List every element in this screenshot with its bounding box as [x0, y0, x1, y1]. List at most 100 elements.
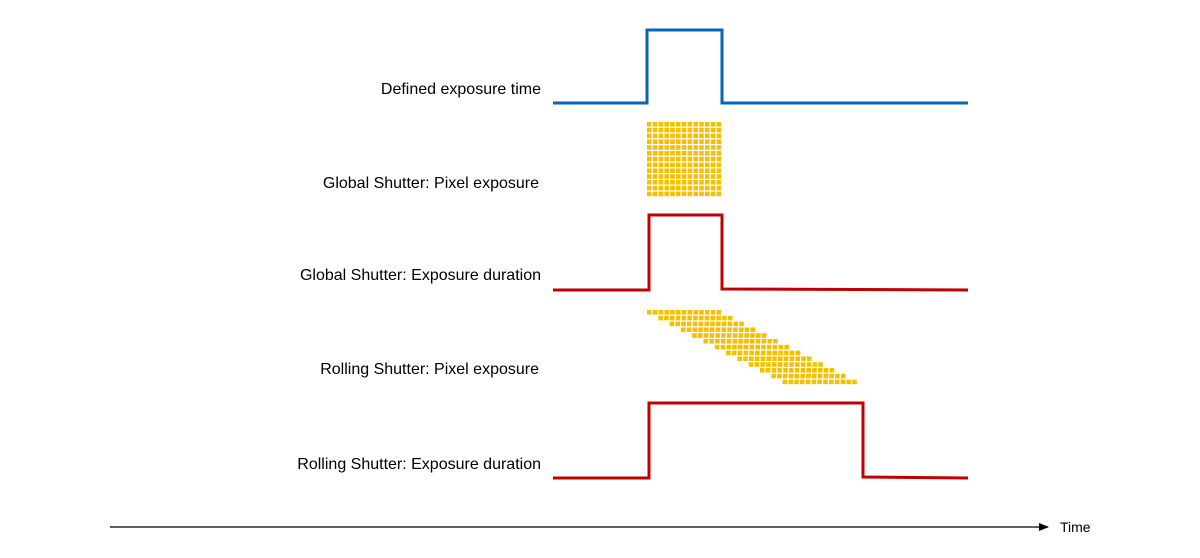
global-shutter-pixel [687, 185, 693, 191]
rolling-shutter-pixel [693, 315, 698, 321]
rolling-shutter-pixel [760, 350, 766, 356]
rolling-shutter-pixel [789, 368, 794, 373]
rolling-shutter-pixel [784, 350, 789, 356]
rolling-shutter-pixel [784, 344, 789, 350]
global-shutter-pixel [670, 156, 675, 162]
global-shutter-pixel [664, 145, 669, 150]
rolling-shutter-pixel [811, 373, 817, 379]
global-shutter-pixel [647, 162, 652, 168]
global-shutter-pixel [710, 139, 716, 144]
rolling-shutter-pixel [710, 310, 716, 315]
global-shutter-pixel [652, 162, 658, 168]
row-label-global-exposure-duration: Global Shutter: Exposure duration [300, 267, 541, 284]
rolling-shutter-pixel [703, 339, 709, 344]
global-shutter-pixel [658, 174, 664, 179]
rolling-shutter-pixel [771, 373, 776, 379]
global-shutter-pixel [699, 133, 704, 139]
global-shutter-pixel [664, 133, 669, 139]
rolling-shutter-pixel [664, 315, 669, 321]
global-shutter-pixel [676, 133, 681, 139]
global-shutter-pixel [676, 122, 681, 127]
rolling-shutter-pixel [812, 368, 817, 373]
global-shutter-pixel [716, 191, 722, 197]
global-shutter-pixel [699, 151, 704, 156]
global-shutter-pixel [710, 122, 716, 127]
rolling-shutter-pixel [777, 362, 783, 367]
global-shutter-pixel [670, 145, 675, 150]
rolling-shutter-pixel [800, 373, 805, 379]
rolling-shutter-pixel [818, 368, 823, 373]
global-shutter-pixel [716, 168, 722, 173]
global-shutter-pixel [652, 145, 658, 150]
rolling-shutter-pixel [794, 368, 800, 373]
rolling-shutter-pixel [772, 350, 778, 356]
rolling-shutter-pixel [794, 379, 799, 385]
global-shutter-pixel [710, 174, 716, 179]
rolling-shutter-pixel [703, 333, 709, 338]
global-shutter-pixel [670, 174, 675, 179]
global-shutter-pixel [676, 151, 681, 156]
rolling-shutter-pixel [681, 315, 687, 321]
rolling-shutter-pixel [722, 315, 727, 321]
rolling-shutter-pixel [732, 339, 738, 344]
global-shutter-pixel [658, 156, 664, 162]
global-shutter-pixel [687, 139, 693, 144]
global-shutter-pixel [687, 127, 693, 133]
global-shutter-pixel [699, 145, 704, 150]
rolling-shutter-pixel [755, 344, 760, 350]
global-shutter-pixel [710, 191, 716, 197]
global-shutter-pixel [647, 145, 652, 150]
global-shutter-pixel [664, 127, 669, 133]
rolling-shutter-pixel [658, 315, 663, 321]
global-shutter-pixel [705, 185, 710, 191]
rolling-shutter-pixel [782, 379, 788, 385]
defined-exposure-signal [553, 28, 968, 105]
global-shutter-pixel [705, 191, 710, 197]
global-shutter-pixel [710, 168, 716, 173]
rolling-shutter-pixel [744, 333, 749, 338]
global-shutter-pixel [658, 180, 664, 185]
row-label-defined-exposure-time: Defined exposure time [381, 81, 541, 98]
rolling-shutter-pixel [788, 379, 793, 385]
rolling-shutter-pixel [658, 310, 664, 315]
global-shutter-pixel [664, 174, 669, 179]
global-shutter-pixel [647, 185, 652, 191]
rolling-shutter-pixel [727, 327, 732, 332]
global-shutter-pixel [693, 180, 698, 185]
global-shutter-pixel [681, 191, 687, 197]
global-shutter-pixel [687, 122, 693, 127]
global-shutter-pixel [716, 185, 722, 191]
global-shutter-pixel [710, 156, 716, 162]
global-shutter-pixel [676, 156, 681, 162]
global-shutter-pixel [670, 151, 675, 156]
global-shutter-pixel [693, 174, 698, 179]
rolling-shutter-pixel [795, 350, 801, 356]
global-shutter-pixel [681, 185, 687, 191]
rolling-shutter-pixel [755, 339, 761, 344]
rolling-shutter-pixel [681, 310, 687, 315]
rolling-shutter-pixel [807, 356, 812, 361]
global-shutter-pixel [676, 191, 681, 197]
global-shutter-pixel [647, 122, 652, 127]
rolling-shutter-pixel [715, 339, 720, 344]
global-shutter-pixel [670, 168, 675, 173]
rolling-shutter-pixel [681, 321, 686, 327]
global-shutter-pixel [664, 151, 669, 156]
global-shutter-pixel [647, 174, 652, 179]
global-shutter-pixel [681, 122, 687, 127]
global-shutter-pixel [693, 151, 698, 156]
rolling-shutter-pixel [749, 344, 755, 350]
rolling-shutter-pixel [806, 368, 811, 373]
global-shutter-pixel [647, 191, 652, 197]
global-shutter-pixel [705, 145, 710, 150]
rolling-shutter-pixel [806, 373, 811, 379]
rolling-shutter-pixel [794, 373, 800, 379]
global-shutter-pixel [647, 133, 652, 139]
rolling-shutter-pixel [692, 327, 698, 332]
global-shutter-pixel [676, 180, 681, 185]
time-axis-label: Time [1060, 519, 1091, 535]
global-shutter-pixel [658, 168, 664, 173]
rolling-shutter-pixel [783, 362, 789, 367]
global-shutter-pixel [693, 191, 698, 197]
rolling-shutter-pixel [771, 362, 777, 367]
